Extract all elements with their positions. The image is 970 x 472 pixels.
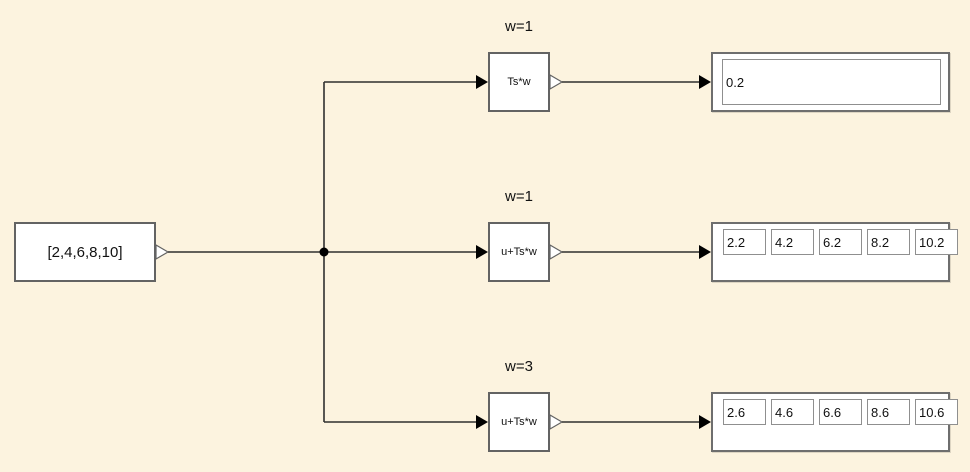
source-output-port-icon bbox=[155, 243, 170, 261]
display-value-row: 2.6 4.6 6.6 8.6 10.6 bbox=[723, 399, 958, 425]
display-value-cell: 2.2 bbox=[723, 229, 766, 255]
display-value-cell: 10.6 bbox=[915, 399, 958, 425]
input-arrowhead-icon bbox=[476, 415, 488, 429]
gain-output-port-icon bbox=[549, 243, 564, 261]
display-block-1[interactable]: 0.2 bbox=[711, 52, 950, 112]
gain-block-1[interactable]: Ts*w bbox=[488, 52, 550, 112]
gain-expr-label: Ts*w bbox=[507, 76, 531, 88]
display-value-cell: 6.2 bbox=[819, 229, 862, 255]
gain-block-2[interactable]: u+Ts*w bbox=[488, 222, 550, 282]
annotation-w1-middle[interactable]: w=1 bbox=[505, 188, 533, 205]
input-arrowhead-icon bbox=[699, 75, 711, 89]
input-arrowhead-icon bbox=[699, 415, 711, 429]
input-arrowhead-icon bbox=[476, 245, 488, 259]
source-block[interactable]: [2,4,6,8,10] bbox=[14, 222, 156, 282]
gain-output-port-icon bbox=[549, 73, 564, 91]
annotation-w3-bottom[interactable]: w=3 bbox=[505, 358, 533, 375]
gain-expr-label: u+Ts*w bbox=[501, 246, 537, 258]
source-label: [2,4,6,8,10] bbox=[47, 243, 123, 261]
display-value-cell: 10.2 bbox=[915, 229, 958, 255]
display-value-cell: 6.6 bbox=[819, 399, 862, 425]
input-arrowhead-icon bbox=[699, 245, 711, 259]
gain-expr-label: u+Ts*w bbox=[501, 416, 537, 428]
annotation-w1-top[interactable]: w=1 bbox=[505, 18, 533, 35]
gain-block-3[interactable]: u+Ts*w bbox=[488, 392, 550, 452]
branch-dot bbox=[319, 247, 329, 257]
display-value-row: 2.2 4.2 6.2 8.2 10.2 bbox=[723, 229, 958, 255]
input-arrowhead-icon bbox=[476, 75, 488, 89]
display-value-cell: 2.6 bbox=[723, 399, 766, 425]
display-value-cell: 8.2 bbox=[867, 229, 910, 255]
display-value-cell: 8.6 bbox=[867, 399, 910, 425]
display-block-2[interactable]: 2.2 4.2 6.2 8.2 10.2 bbox=[711, 222, 958, 282]
display-block-3[interactable]: 2.6 4.6 6.6 8.6 10.6 bbox=[711, 392, 958, 452]
display-value-cell: 4.6 bbox=[771, 399, 814, 425]
display-value-cell: 4.2 bbox=[771, 229, 814, 255]
gain-output-port-icon bbox=[549, 413, 564, 431]
display-value-cell: 0.2 bbox=[722, 59, 941, 105]
